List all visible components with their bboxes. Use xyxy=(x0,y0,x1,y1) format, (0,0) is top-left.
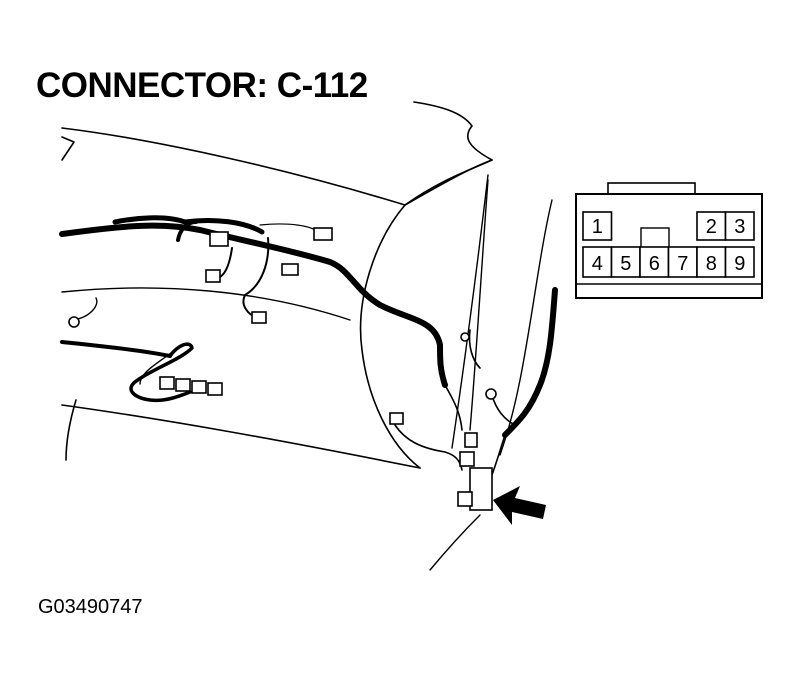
cluster-wire-d xyxy=(468,329,481,369)
harness-connector xyxy=(459,451,475,467)
harness-connector xyxy=(457,491,473,507)
harness-connector xyxy=(313,227,333,241)
pin-number: 3 xyxy=(734,216,745,238)
connector-c112-location xyxy=(469,467,493,511)
pin-cavity xyxy=(667,246,698,278)
dashboard-inner-edge xyxy=(451,174,489,449)
page-title: CONNECTOR: C-112 xyxy=(36,66,368,105)
main-harness xyxy=(59,222,448,388)
harness-connector xyxy=(175,378,191,392)
shelf-line-2 xyxy=(259,223,319,233)
arrow-icon xyxy=(493,486,546,525)
pin-cavity xyxy=(696,246,727,278)
ground-eyelet xyxy=(68,316,80,328)
pin-number: 5 xyxy=(620,253,631,275)
pin-cavity xyxy=(724,246,755,278)
pin-number: 8 xyxy=(706,253,717,275)
harness-connector xyxy=(191,380,207,394)
harness-connector xyxy=(389,412,404,425)
pin-cavity xyxy=(610,246,641,278)
pin-cavity xyxy=(582,211,613,241)
cluster-wire-b xyxy=(444,384,463,431)
shelf-line xyxy=(61,287,351,321)
dashboard-top-tick xyxy=(61,136,75,161)
harness-connector xyxy=(251,311,267,324)
right-thin-wire-2 xyxy=(469,179,489,431)
harness-branch xyxy=(242,237,270,319)
main-harness-upper xyxy=(112,215,265,235)
pin-cavity xyxy=(639,246,670,278)
pin-number: 1 xyxy=(592,216,603,238)
lower-harness-inner xyxy=(139,351,173,385)
dashboard-outline-top xyxy=(61,101,493,206)
right-harness xyxy=(502,287,558,438)
pin-number: 6 xyxy=(649,253,660,275)
pin-number: 2 xyxy=(706,216,717,238)
ground-eyelet xyxy=(460,332,470,342)
harness-loop xyxy=(176,220,198,242)
pin-cavity xyxy=(724,211,755,241)
harness-connector xyxy=(464,432,478,448)
figure-id: G03490747 xyxy=(38,596,143,618)
pin-number: 4 xyxy=(592,253,603,275)
dashboard-lower-edge xyxy=(61,404,421,469)
dashboard-lower-left xyxy=(65,399,77,461)
ground-eyelet xyxy=(485,388,497,400)
cluster-wire-e xyxy=(491,394,516,426)
dashboard-right-face xyxy=(359,159,493,469)
pin-number: 7 xyxy=(677,253,688,275)
harness-exit xyxy=(429,514,481,571)
lower-harness xyxy=(60,340,172,358)
harness-connector xyxy=(281,263,299,276)
harness-connector xyxy=(207,382,223,396)
right-thin-wire xyxy=(499,199,553,456)
harness-connector xyxy=(159,376,175,390)
connector-latch xyxy=(640,227,670,249)
lower-harness-loop xyxy=(129,342,194,403)
pin-number: 9 xyxy=(734,253,745,275)
harness-connector xyxy=(209,231,229,247)
pin-cavity xyxy=(582,246,613,278)
harness-connector xyxy=(205,269,221,283)
